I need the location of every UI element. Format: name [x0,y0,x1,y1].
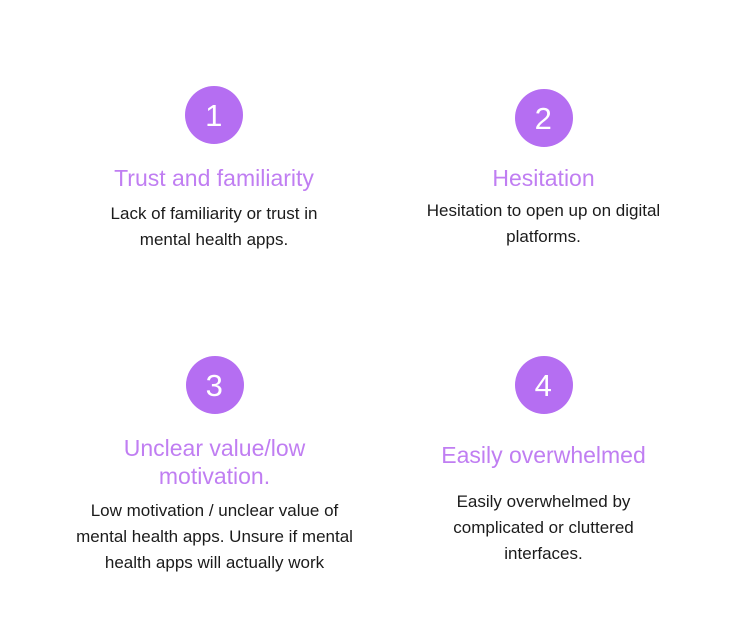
step-number-1: 1 [205,97,223,133]
step-badge-1: 1 [185,86,243,144]
barrier-title-3: Unclear value/low motivation. [123,435,306,489]
barrier-title-4: Easily overwhelmed [441,442,646,468]
barrier-card-2: 2 Hesitation Hesitation to open up on di… [403,89,684,250]
step-badge-4: 4 [514,356,573,414]
step-badge-3: 3 [185,356,244,414]
barrier-description-3: Low motivation / unclear value of mental… [76,501,353,572]
barrier-card-1: 1 Trust and familiarity Lack of familiar… [81,86,347,253]
barrier-card-4: 4 Easily overwhelmed Easily overwhelmed … [411,356,676,567]
step-number-2: 2 [534,100,553,136]
barrier-description-2: Hesitation to open up on digital platfor… [426,201,661,246]
barrier-description-4: Easily overwhelmed by complicated or clu… [453,492,634,563]
barrier-title-2: Hesitation [492,165,595,191]
step-number-4: 4 [534,367,553,403]
step-number-3: 3 [205,367,224,403]
barrier-card-3: 3 Unclear value/low motivation. Low moti… [71,356,358,576]
step-badge-2: 2 [514,89,573,147]
barrier-title-1: Trust and familiarity [114,165,314,191]
barrier-description-1: Lack of familiarity or trust in mental h… [110,204,318,249]
